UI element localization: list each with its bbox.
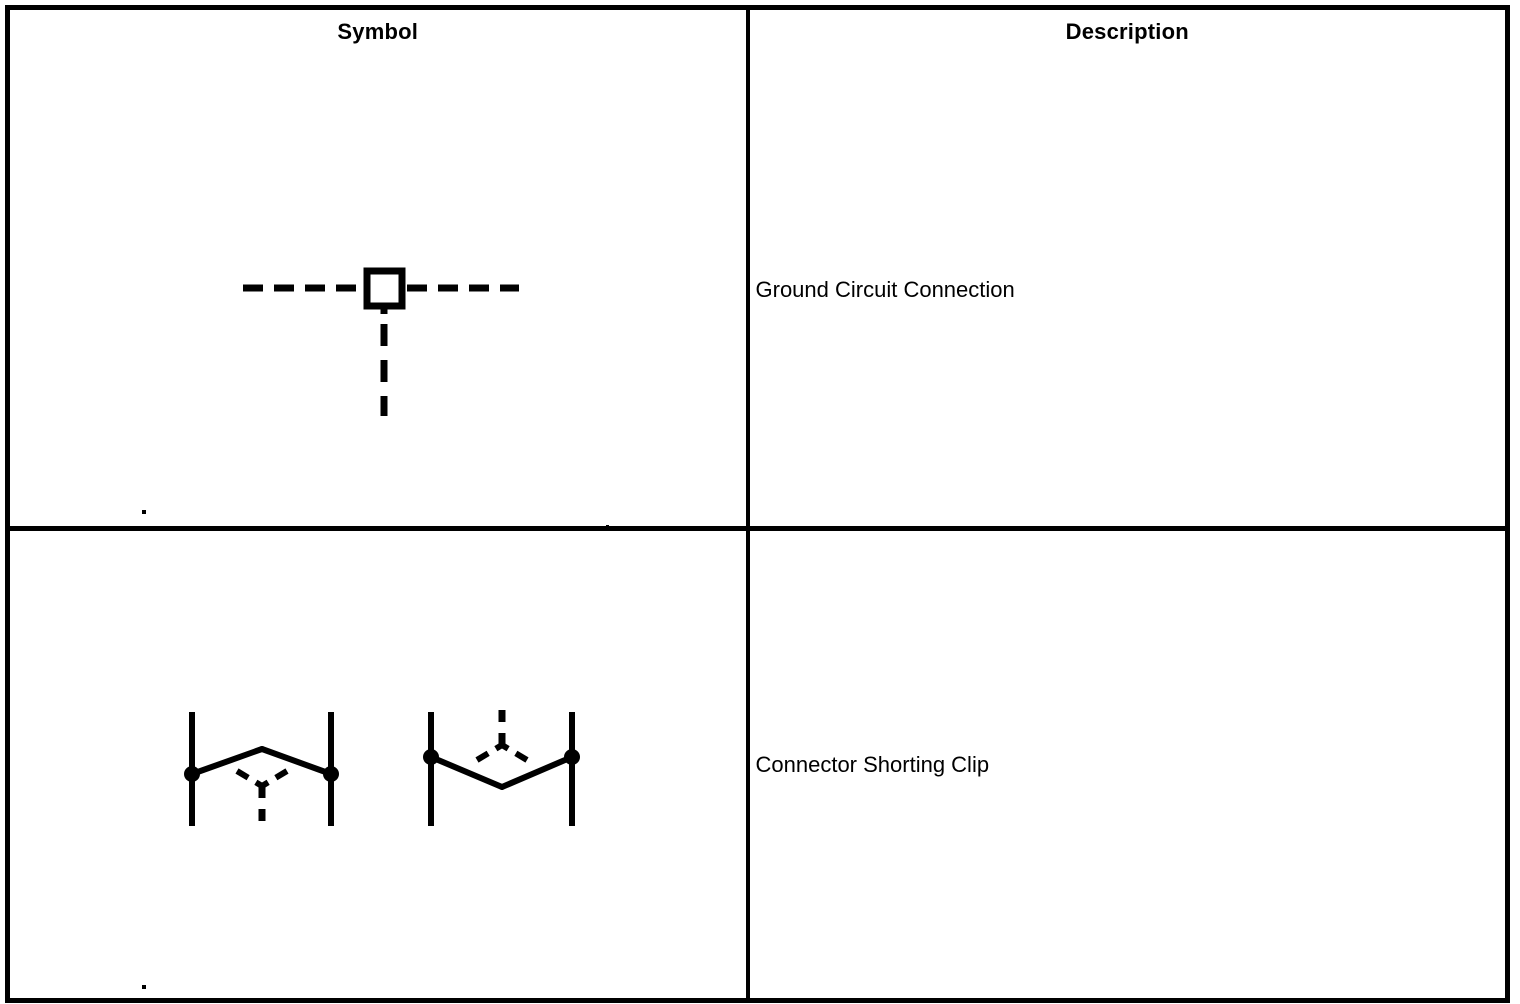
symbol-legend-table: Symbol Description xyxy=(5,5,1510,1003)
right-clip-dashed-arm-right xyxy=(500,741,529,763)
left-clip-dashed-arm-right xyxy=(260,767,289,789)
left-clip-contact-arm-left xyxy=(189,745,265,777)
square-terminal xyxy=(363,267,406,309)
right-clip-dashed-arm-left xyxy=(475,741,504,763)
right-clip-contact-arm-left xyxy=(428,753,505,790)
left-clip-junction-dot-left xyxy=(184,765,200,782)
right-shorting-clip xyxy=(428,708,575,826)
column-header-description: Description xyxy=(747,7,1508,53)
connector-shorting-clip-symbol xyxy=(184,708,580,826)
right-clip-contact-arm-right xyxy=(499,753,575,790)
scan-artifact-speck xyxy=(142,985,146,989)
left-shorting-clip xyxy=(189,711,334,826)
description-text: Ground Circuit Connection xyxy=(755,276,1015,302)
right-clip-junction-dot-right xyxy=(564,748,580,765)
table-header-row: Symbol Description xyxy=(7,7,1508,53)
right-clip-junction-dot-left xyxy=(423,748,439,765)
column-header-symbol: Symbol xyxy=(7,7,750,53)
table-row: Connector Shorting Clip xyxy=(7,528,1508,1001)
symbol-cell-ground-circuit-connection xyxy=(7,53,750,531)
scan-artifact-speck xyxy=(606,525,609,528)
description-cell-ground-circuit-connection: Ground Circuit Connection xyxy=(747,53,1508,531)
scan-artifact-speck xyxy=(142,510,146,514)
left-clip-contact-arm-right xyxy=(259,745,334,777)
right-clip-junction-dots xyxy=(423,748,580,765)
table-row: Ground Circuit Connection xyxy=(7,53,1508,531)
left-clip-junction-dots xyxy=(184,765,339,782)
description-cell-connector-shorting-clip: Connector Shorting Clip xyxy=(747,528,1508,1001)
left-clip-junction-dot-right xyxy=(323,765,339,782)
ground-circuit-connection-symbol xyxy=(243,267,519,416)
symbol-cell-connector-shorting-clip xyxy=(7,528,750,1001)
left-clip-dashed-arm-left xyxy=(235,767,264,789)
description-text: Connector Shorting Clip xyxy=(755,751,990,777)
